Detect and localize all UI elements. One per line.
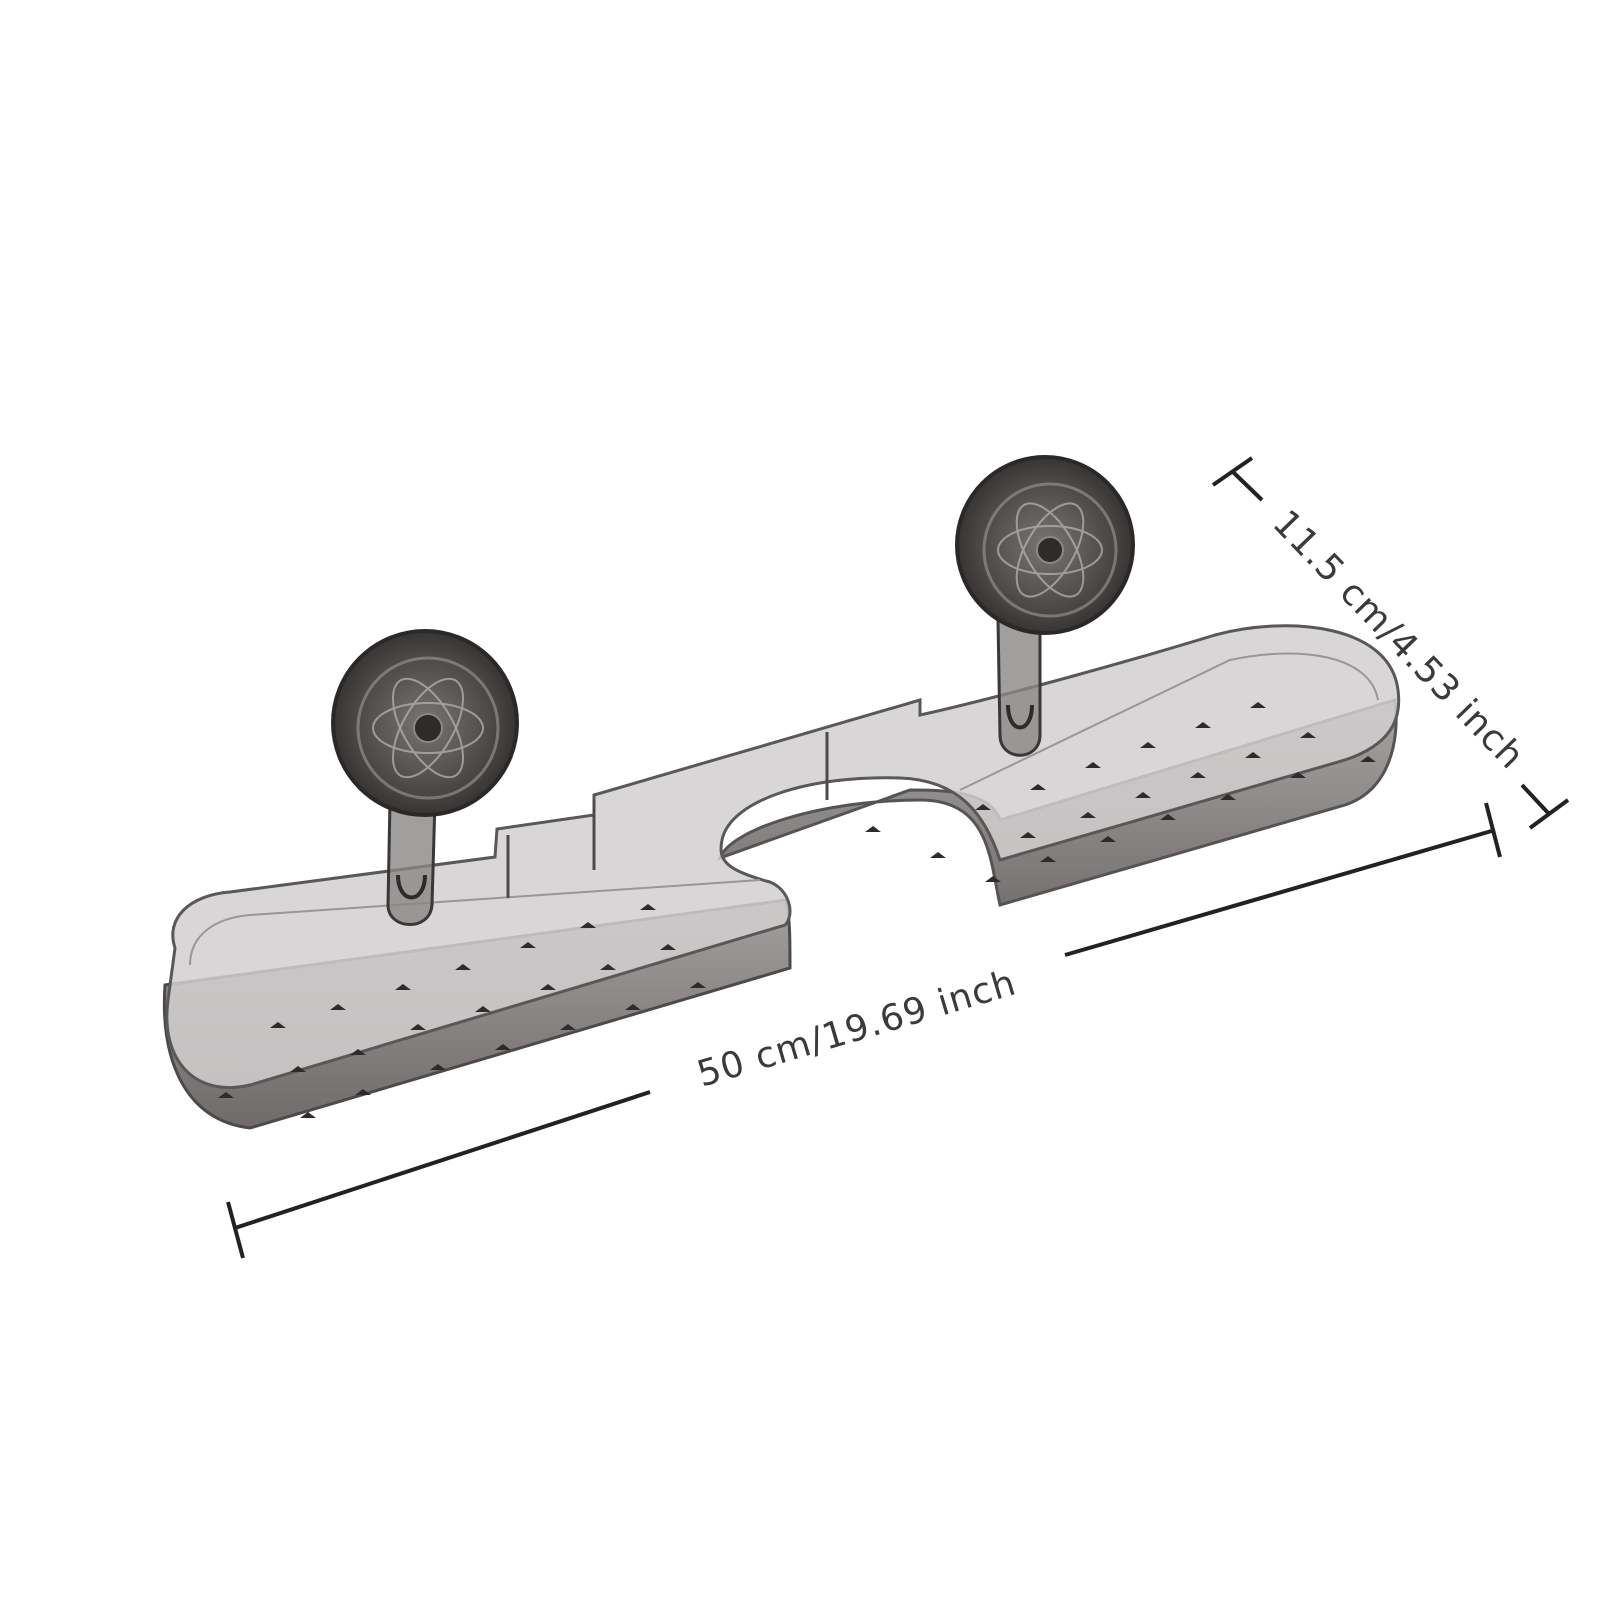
- length-dimension-line-left: [234, 1090, 651, 1230]
- length-tick-left: [226, 1201, 245, 1259]
- suction-cup-icon: [955, 455, 1135, 635]
- drain-holes: [218, 702, 1376, 1118]
- drain-hole-row-right: [865, 702, 1376, 882]
- sink-shelf: [162, 624, 1401, 1130]
- shelf-inner-rim-left: [189, 879, 761, 966]
- length-dimension-line-right: [1064, 828, 1496, 957]
- shelf-inner-rim-right: [959, 652, 1379, 791]
- drain-hole-row: [270, 904, 676, 1055]
- shelf-top-surface: [165, 624, 1401, 1089]
- left-suction-cup: [331, 629, 519, 926]
- drain-hole-row-front: [218, 982, 706, 1118]
- width-line-top: [1231, 470, 1264, 502]
- right-hook-arm: [996, 618, 1042, 757]
- width-tick-top: [1211, 456, 1254, 487]
- length-tick-right: [1484, 802, 1502, 858]
- right-suction-cup: [955, 455, 1135, 757]
- suction-cup-icon: [331, 629, 519, 817]
- width-tick-bottom: [1528, 798, 1570, 830]
- width-line-bottom: [1520, 783, 1552, 817]
- left-hook-arm: [386, 798, 437, 926]
